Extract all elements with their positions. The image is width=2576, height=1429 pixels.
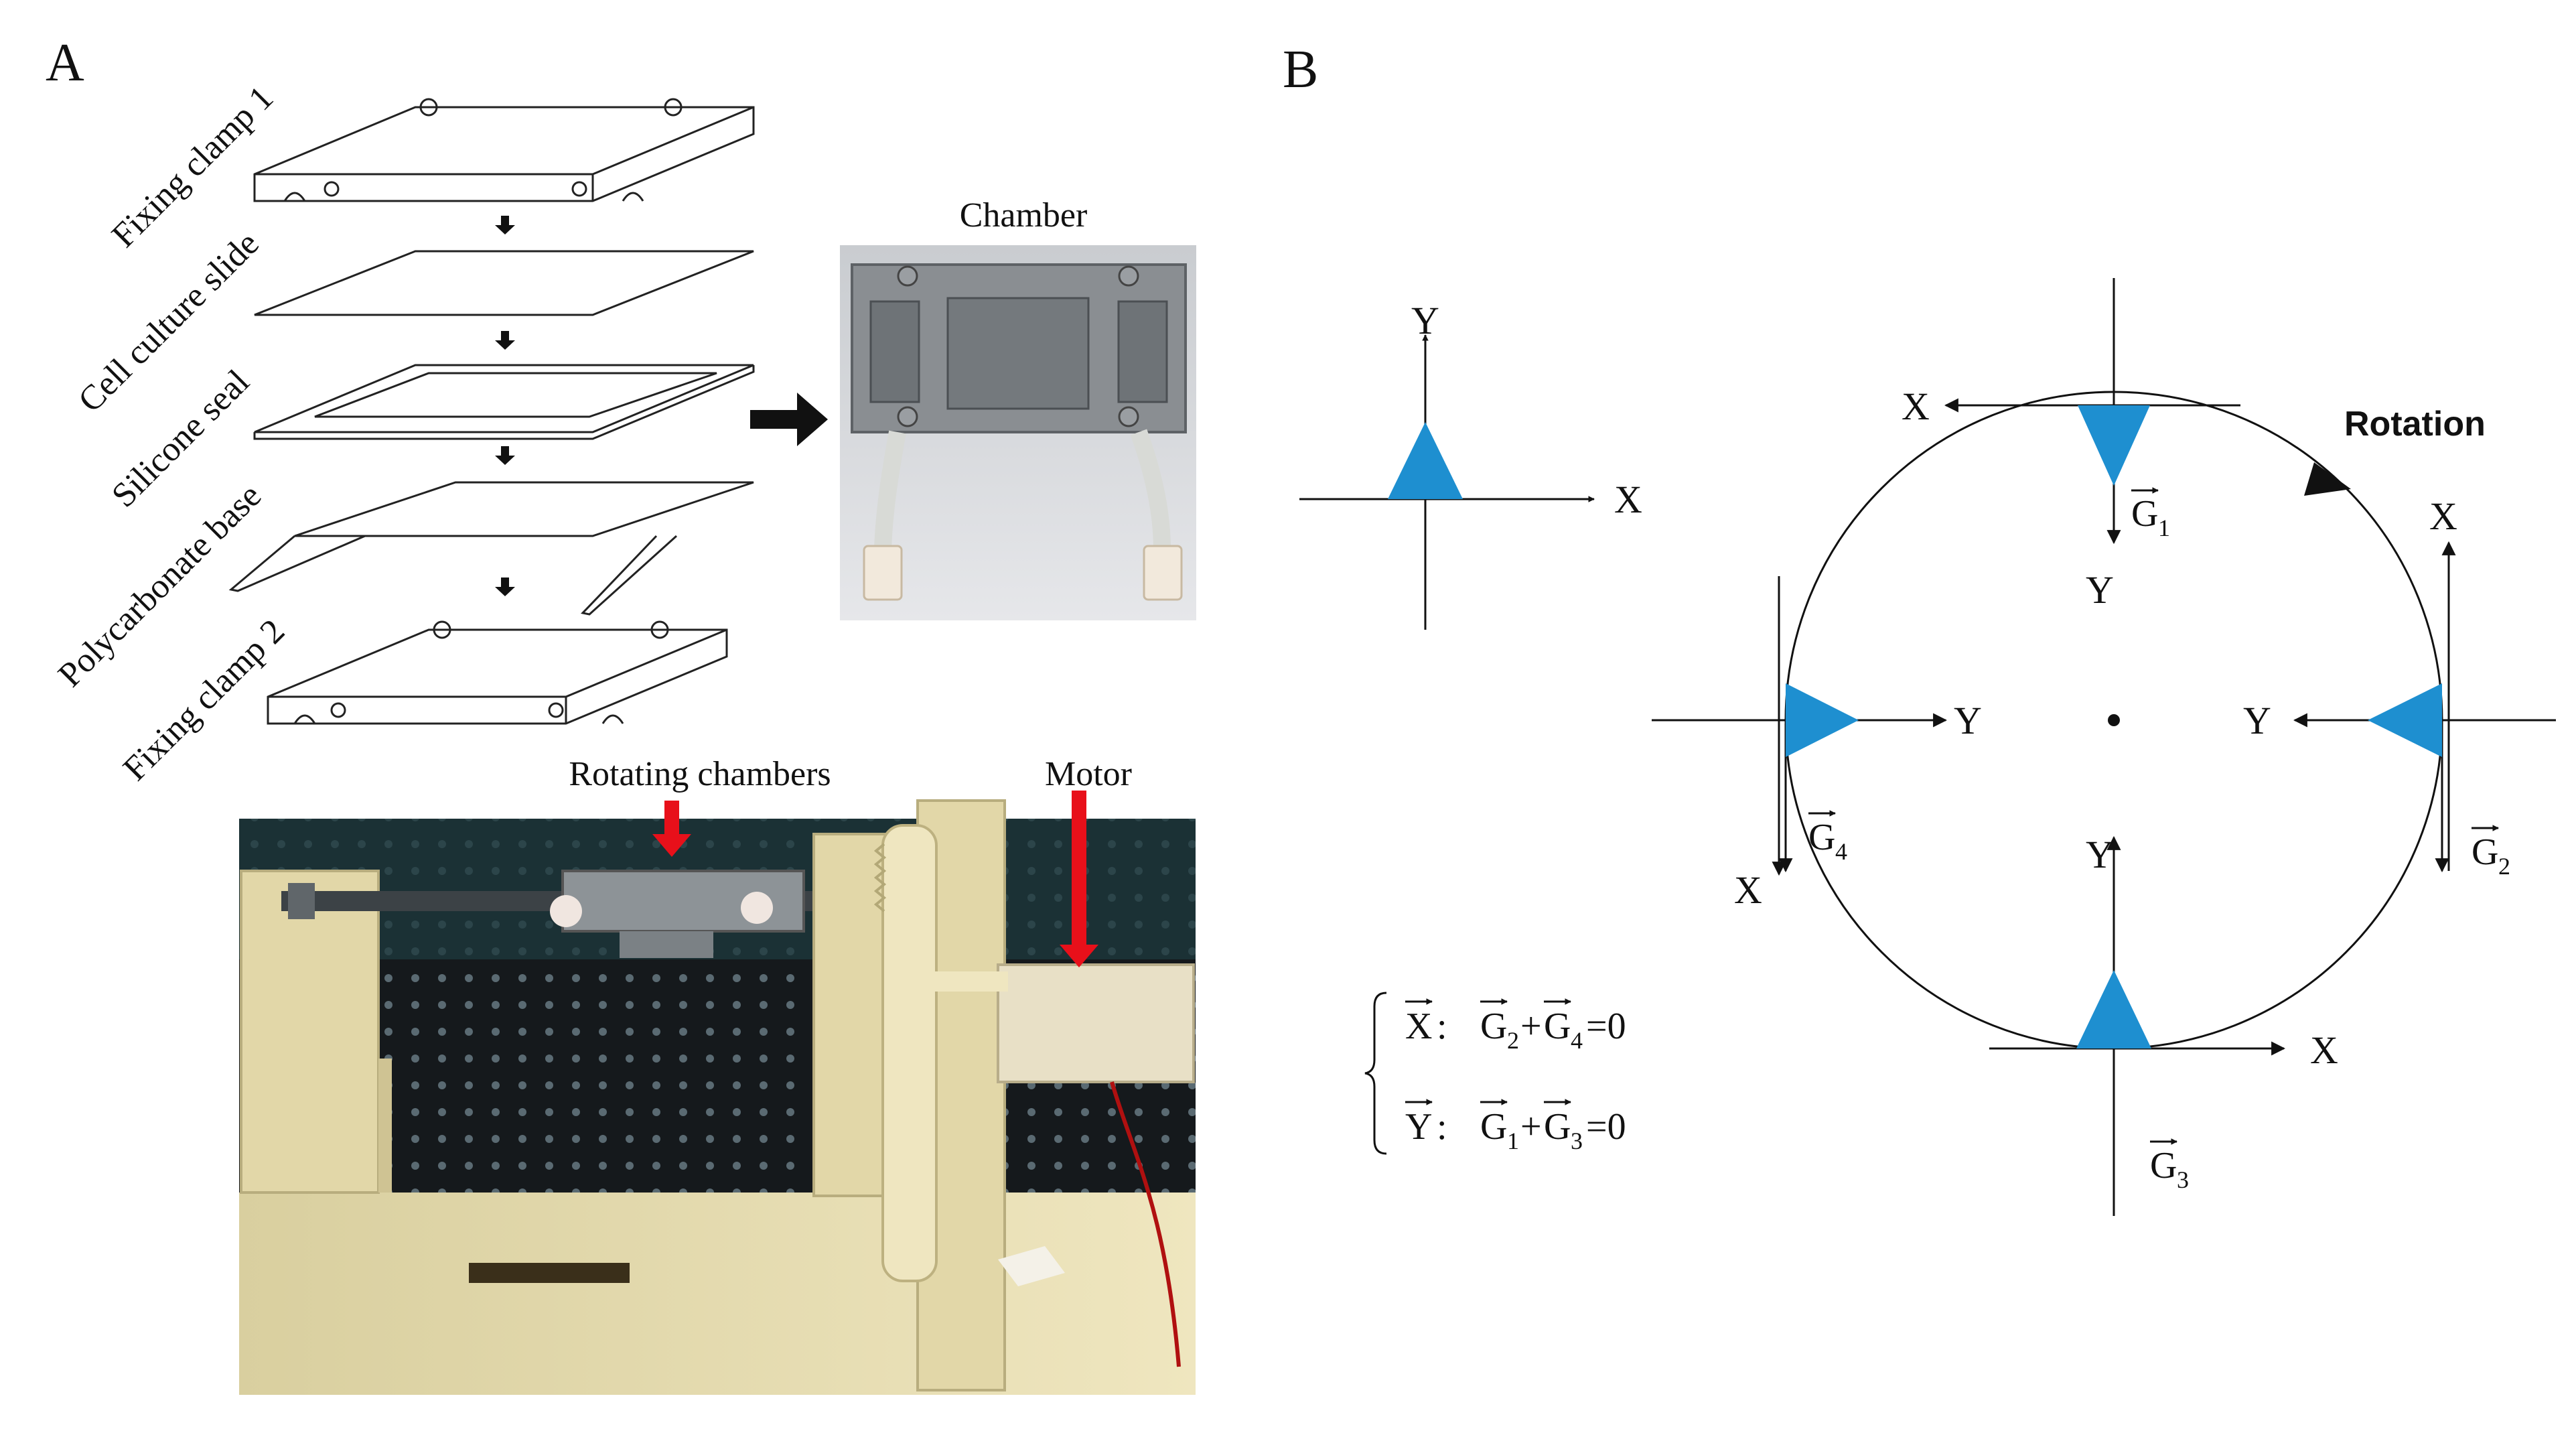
gravity-vector-g1: G 1: [2131, 487, 2170, 541]
cell-culture-slide-drawing: [254, 250, 754, 316]
panel-label-a: A: [46, 33, 84, 92]
equation-brace: [1364, 992, 1387, 1155]
rotation-label: Rotation: [2344, 405, 2486, 444]
svg-text:3: 3: [2177, 1166, 2189, 1193]
svg-text:Y: Y: [1405, 1106, 1432, 1148]
layer-label: Fixing clamp 2: [116, 612, 292, 789]
chamber-photo: [840, 245, 1196, 620]
svg-text:G: G: [2150, 1145, 2177, 1186]
fixing-clamp-2-drawing: [267, 620, 728, 725]
exploded-view: [228, 98, 755, 725]
left-triangle: [1786, 683, 1859, 757]
equation-y: Y : G 1 + G 3 =0: [1405, 1099, 1626, 1154]
down-arrow-icon: [495, 577, 515, 596]
position-right: Y X G 2: [2243, 494, 2556, 880]
axis-label-y: Y: [1411, 299, 1439, 342]
svg-text:G: G: [1808, 817, 1835, 858]
svg-text:=0: =0: [1586, 1106, 1626, 1148]
layer-labels: Fixing clamp 1 Cell culture slide Silico…: [51, 79, 292, 789]
rotation-arrow-icon: [2304, 462, 2351, 496]
axis-label-y: Y: [1954, 699, 1982, 742]
axis-label-y: Y: [2086, 833, 2114, 876]
top-triangle: [2078, 405, 2150, 486]
svg-text:+: +: [1520, 1106, 1542, 1148]
position-bottom: X Y G 3: [1989, 833, 2338, 1216]
svg-text:3: 3: [1571, 1128, 1583, 1154]
right-arrow-icon: [750, 393, 828, 446]
bottom-triangle: [2076, 970, 2151, 1048]
axis-label-x: X: [1734, 868, 1762, 912]
position-left: Y X G 4: [1652, 576, 1982, 912]
axis-label-x: X: [1614, 478, 1642, 521]
layer-label: Fixing clamp 1: [104, 79, 281, 255]
svg-text:1: 1: [1507, 1128, 1519, 1154]
axis-label-x: X: [2429, 494, 2457, 538]
rotating-chambers-arrow: [652, 801, 691, 857]
svg-text:=0: =0: [1586, 1006, 1626, 1047]
svg-text:G: G: [2131, 493, 2158, 535]
svg-text::: :: [1437, 1106, 1447, 1148]
svg-text:G: G: [1544, 1106, 1571, 1148]
svg-text:2: 2: [1507, 1027, 1519, 1054]
rotating-chambers-label: Rotating chambers: [569, 755, 831, 793]
panel-label-b: B: [1283, 40, 1318, 99]
svg-text:G: G: [1480, 1106, 1507, 1148]
gravity-vector-g4: G 4: [1808, 810, 1847, 865]
gravity-vector-g2: G 2: [2472, 825, 2510, 880]
stack-arrows: [495, 216, 515, 596]
svg-text:4: 4: [1835, 838, 1847, 865]
polycarbonate-base-drawing: [228, 481, 754, 616]
equation-x: X : G 2 + G 4 =0: [1405, 998, 1626, 1054]
svg-text:X: X: [1405, 1006, 1432, 1047]
right-triangle: [2368, 683, 2442, 757]
svg-text:G: G: [2472, 831, 2498, 873]
svg-text:G: G: [1480, 1006, 1507, 1047]
svg-text:2: 2: [2498, 853, 2510, 880]
fixing-clamp-1-drawing: [253, 98, 755, 202]
position-top: X Y G 1: [1902, 278, 2240, 612]
axis-label-x: X: [2310, 1028, 2338, 1072]
down-arrow-icon: [495, 446, 515, 465]
silicone-seal-drawing: [253, 364, 755, 440]
svg-text::: :: [1437, 1006, 1447, 1047]
svg-text:+: +: [1520, 1006, 1542, 1047]
axis-label-y: Y: [2243, 699, 2271, 742]
svg-text:4: 4: [1571, 1027, 1583, 1054]
device-photo: [239, 799, 1196, 1395]
equations: X : G 2 + G 4 =0 Y : G 1 + G 3 =0: [1364, 992, 1626, 1155]
reference-axes: Y X: [1299, 299, 1642, 630]
motor-label: Motor: [1045, 755, 1132, 793]
axis-label-y: Y: [2086, 568, 2114, 612]
reference-triangle: [1388, 422, 1463, 499]
axis-label-x: X: [1902, 385, 1930, 428]
down-arrow-icon: [495, 331, 515, 350]
down-arrow-icon: [495, 216, 515, 234]
gravity-vector-g3: G 3: [2150, 1138, 2189, 1193]
svg-text:1: 1: [2158, 515, 2170, 541]
svg-text:G: G: [1544, 1006, 1571, 1047]
rotation-center: [2108, 714, 2120, 726]
chamber-label: Chamber: [960, 196, 1088, 234]
motor-arrow: [1060, 791, 1098, 967]
